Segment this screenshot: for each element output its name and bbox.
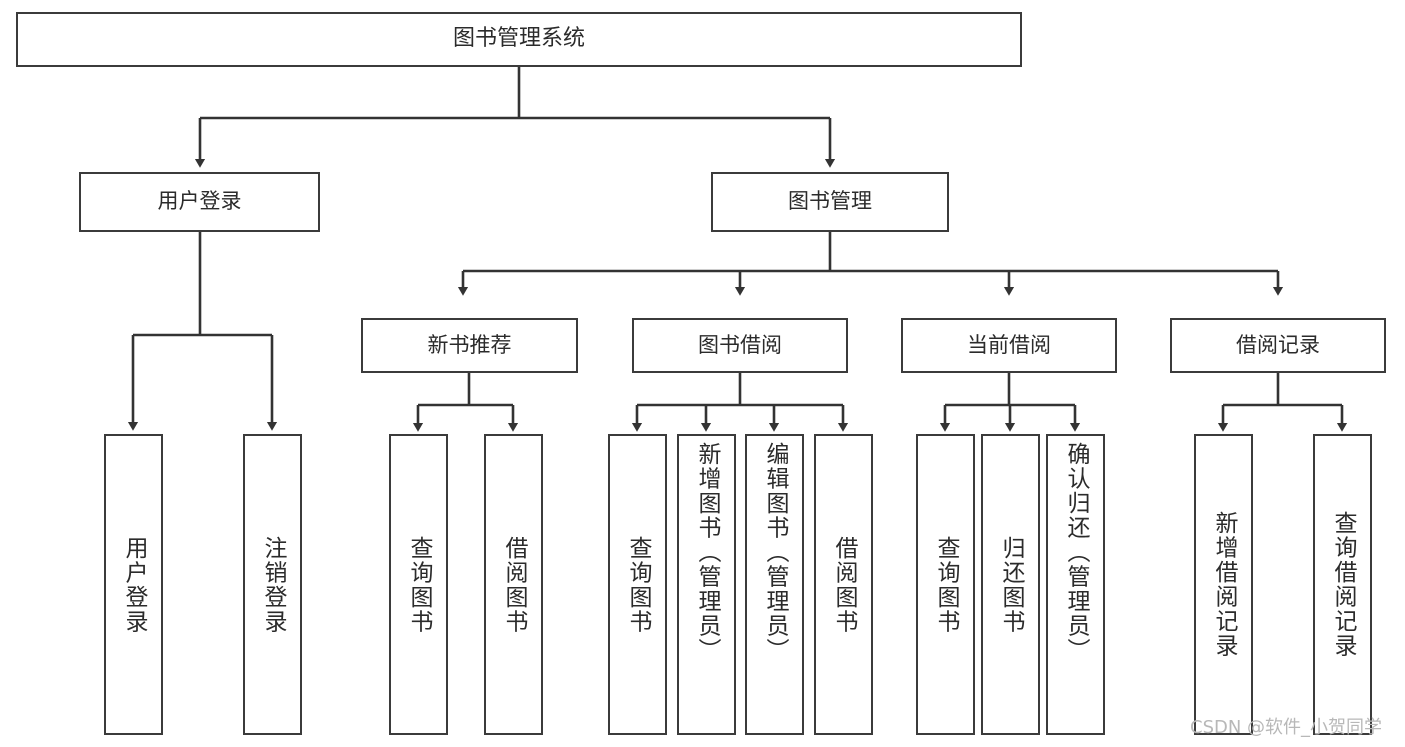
node-label: 图书借阅	[698, 332, 782, 357]
node-label: 归还图书	[998, 535, 1024, 634]
node-label: 图书管理系统	[452, 26, 585, 52]
node-label: 查询借阅记录	[1330, 511, 1356, 658]
node-label: 借阅图书	[501, 535, 527, 634]
node-label: 新增图书（管理员）	[694, 442, 720, 663]
node-current-borrow[interactable]: 当前借阅	[901, 318, 1117, 373]
node-book-borrow[interactable]: 图书借阅	[632, 318, 848, 373]
leaf-borrow-query-book[interactable]: 查询图书	[608, 434, 667, 735]
leaf-recommend-borrow-book[interactable]: 借阅图书	[484, 434, 543, 735]
node-label: 借阅记录	[1236, 332, 1320, 357]
leaf-user-login-logout[interactable]: 注销登录	[243, 434, 302, 735]
node-label: 借阅图书	[831, 535, 857, 634]
node-label: 新增借阅记录	[1211, 511, 1237, 658]
node-root-system[interactable]: 图书管理系统	[16, 12, 1022, 67]
node-borrow-record[interactable]: 借阅记录	[1170, 318, 1386, 373]
node-user-login[interactable]: 用户登录	[79, 172, 320, 232]
leaf-borrow-add-book-admin[interactable]: 新增图书（管理员）	[677, 434, 736, 735]
leaf-recommend-query-book[interactable]: 查询图书	[389, 434, 448, 735]
node-label: 用户登录	[157, 189, 242, 214]
leaf-borrow-borrow-book[interactable]: 借阅图书	[814, 434, 873, 735]
node-label: 确认归还（管理员）	[1063, 442, 1089, 663]
leaf-user-login-login[interactable]: 用户登录	[104, 434, 163, 735]
node-label: 查询图书	[625, 535, 651, 634]
leaf-current-query-book[interactable]: 查询图书	[916, 434, 975, 735]
node-new-book-recommend[interactable]: 新书推荐	[361, 318, 578, 373]
node-book-management[interactable]: 图书管理	[711, 172, 949, 232]
node-label: 编辑图书（管理员）	[762, 442, 788, 663]
leaf-current-confirm-return-admin[interactable]: 确认归还（管理员）	[1046, 434, 1105, 735]
leaf-borrow-edit-book-admin[interactable]: 编辑图书（管理员）	[745, 434, 804, 735]
watermark: CSDN @软件_小贺同学	[1190, 717, 1383, 738]
node-label: 注销登录	[260, 535, 286, 634]
node-label: 新书推荐	[427, 332, 512, 357]
node-label: 当前借阅	[967, 332, 1051, 357]
node-label: 查询图书	[933, 535, 959, 634]
node-label: 图书管理	[788, 189, 872, 214]
node-label: 查询图书	[406, 535, 432, 634]
leaf-record-add-record[interactable]: 新增借阅记录	[1194, 434, 1253, 735]
leaf-record-query-record[interactable]: 查询借阅记录	[1313, 434, 1372, 735]
leaf-current-return-book[interactable]: 归还图书	[981, 434, 1040, 735]
node-label: 用户登录	[121, 535, 147, 634]
